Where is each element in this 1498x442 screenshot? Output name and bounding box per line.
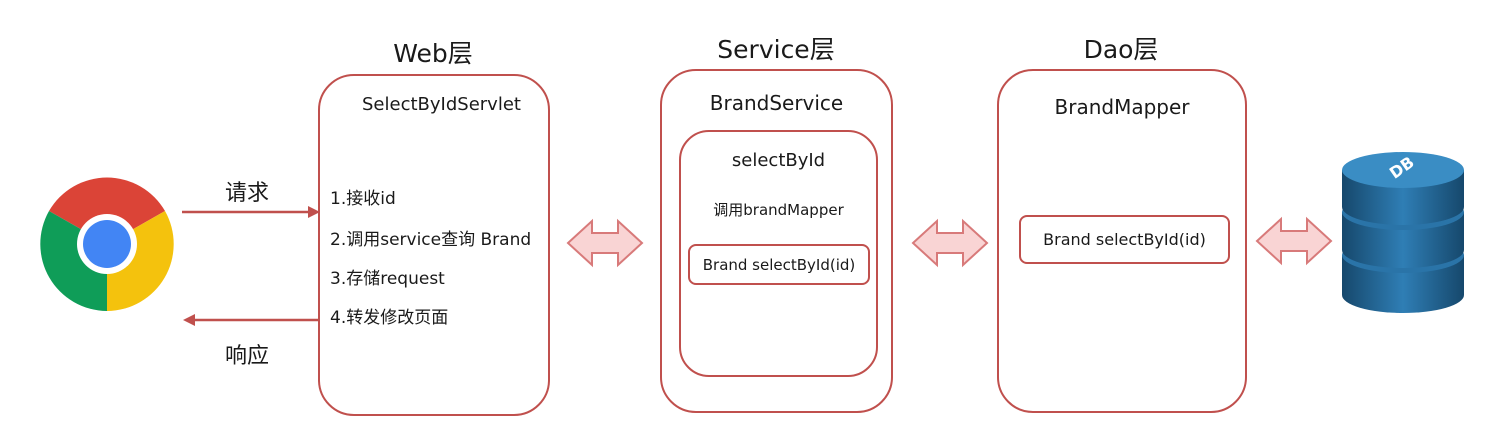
dao-layer-title: Dao层 — [1083, 35, 1159, 64]
database-label: DB — [1385, 152, 1418, 183]
web-layer-title: Web层 — [393, 39, 473, 68]
service-call-text: 调用brandMapper — [713, 201, 844, 219]
response-arrow — [183, 314, 322, 326]
request-arrow — [182, 206, 320, 218]
service-method-box — [679, 130, 878, 377]
web-step-1: 1.接收id — [330, 189, 396, 209]
service-dao-double-arrow — [911, 218, 989, 268]
service-layer-title: Service层 — [717, 35, 835, 64]
dao-component-name: BrandMapper — [1054, 95, 1190, 119]
service-method-signature: Brand selectById(id) — [688, 244, 870, 285]
request-label: 请求 — [225, 181, 270, 206]
response-label: 响应 — [225, 344, 270, 369]
dao-method-signature: Brand selectById(id) — [1019, 215, 1230, 264]
dao-db-double-arrow — [1255, 216, 1333, 266]
service-component-name: BrandService — [709, 91, 844, 115]
web-step-4: 4.转发修改页面 — [330, 308, 449, 328]
web-step-3: 3.存储request — [330, 269, 445, 289]
dao-layer-box — [997, 69, 1247, 413]
web-service-double-arrow — [566, 218, 644, 268]
web-layer-box — [318, 74, 550, 416]
web-component-name: SelectByIdServlet — [362, 94, 521, 115]
web-step-2: 2.调用service查询 Brand — [330, 230, 532, 250]
service-method-name: selectById — [731, 150, 826, 171]
